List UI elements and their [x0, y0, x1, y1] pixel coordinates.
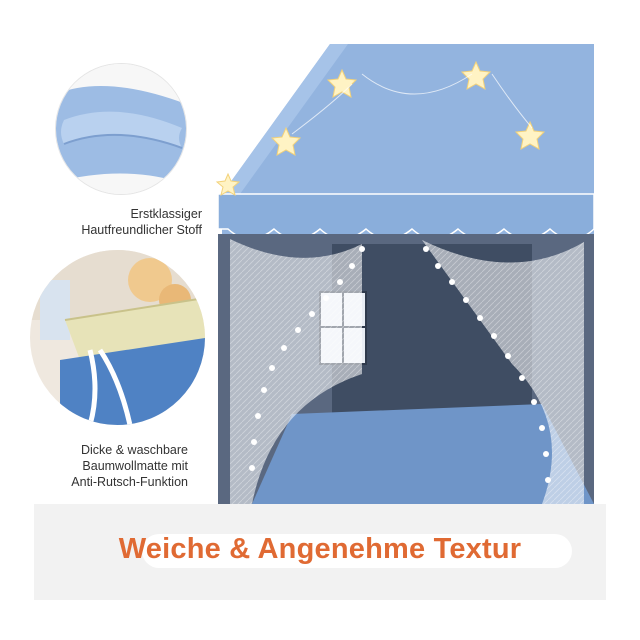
fabric-detail-inset: [56, 64, 186, 194]
mat-detail-inset: [30, 250, 205, 425]
title-banner-pill: [142, 534, 572, 568]
mat-caption-line-3: Anti-Rutsch-Funktion: [71, 475, 188, 489]
fabric-caption-line-1: Erstklassiger: [130, 207, 202, 221]
fabric-caption-line-2: Hautfreundlicher Stoff: [81, 223, 202, 237]
mat-caption-line-2: Baumwollmatte mit: [82, 459, 188, 473]
mat-caption-line-1: Dicke & waschbare: [81, 443, 188, 457]
fabric-caption: Erstklassiger Hautfreundlicher Stoff: [40, 206, 202, 238]
mat-caption: Dicke & waschbare Baumwollmatte mit Anti…: [34, 442, 188, 490]
play-tent-photo: [212, 44, 594, 504]
title-banner: [34, 504, 606, 600]
banner-title: Weiche & Angenehme Textur: [118, 533, 522, 565]
